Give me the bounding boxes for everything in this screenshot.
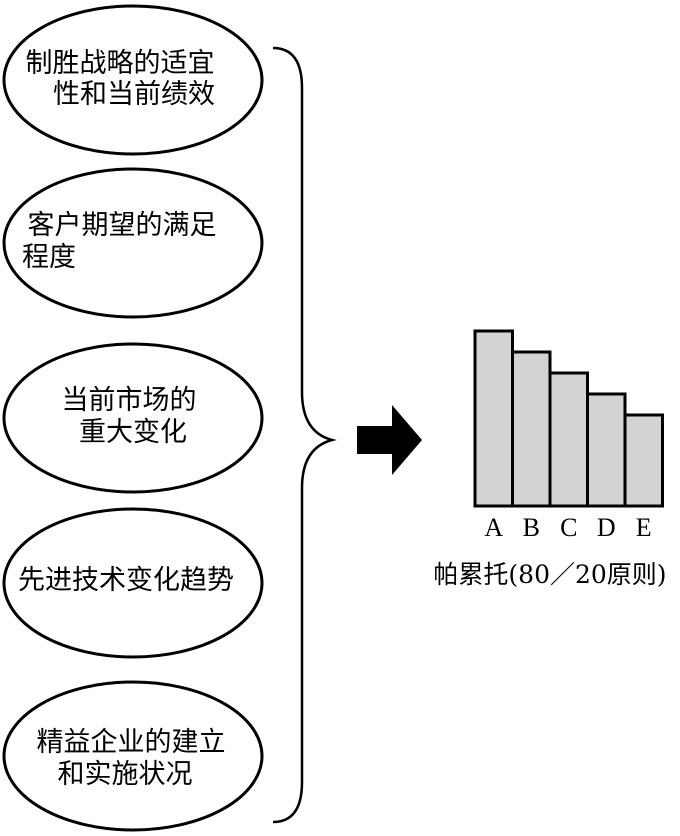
- factor-3-line-2: 重大变化: [79, 417, 187, 448]
- right-arrow-icon: [357, 405, 422, 475]
- factor-oval-1: 制胜战略的适宜 性和当前绩效: [2, 4, 264, 156]
- factor-1-line-2: 性和当前绩效: [53, 79, 215, 110]
- grouping-brace: [272, 46, 337, 824]
- category-label-B: B: [523, 513, 540, 542]
- factor-5-line-2: 和实施状况: [58, 759, 193, 790]
- category-label-A: A: [484, 513, 503, 542]
- chart-caption: 帕累托(80／20原则): [433, 560, 666, 589]
- factor-2-line-2: 程度: [22, 242, 76, 273]
- factor-5-line-1: 精益企业的建立: [37, 727, 226, 758]
- factor-2-line-1: 客户期望的满足: [28, 210, 217, 241]
- factor-1-line-1: 制胜战略的适宜: [26, 48, 215, 79]
- category-label-E: E: [636, 513, 652, 542]
- bar-C: [548, 371, 589, 508]
- factor-oval-4: 先进技术变化趋势: [2, 507, 264, 659]
- factor-4-line-1: 先进技术变化趋势: [18, 565, 234, 596]
- category-label-D: D: [597, 513, 616, 542]
- bar-A: [473, 329, 514, 508]
- factor-oval-2: 客户期望的满足 程度: [2, 167, 264, 319]
- factor-oval-5: 精益企业的建立 和实施状况: [2, 680, 264, 832]
- bar-B: [511, 350, 552, 508]
- bar-D: [586, 392, 627, 508]
- factor-3-line-1: 当前市场的: [62, 385, 197, 416]
- factor-oval-3: 当前市场的 重大变化: [2, 342, 264, 494]
- category-label-C: C: [560, 513, 577, 542]
- bar-E: [623, 413, 664, 508]
